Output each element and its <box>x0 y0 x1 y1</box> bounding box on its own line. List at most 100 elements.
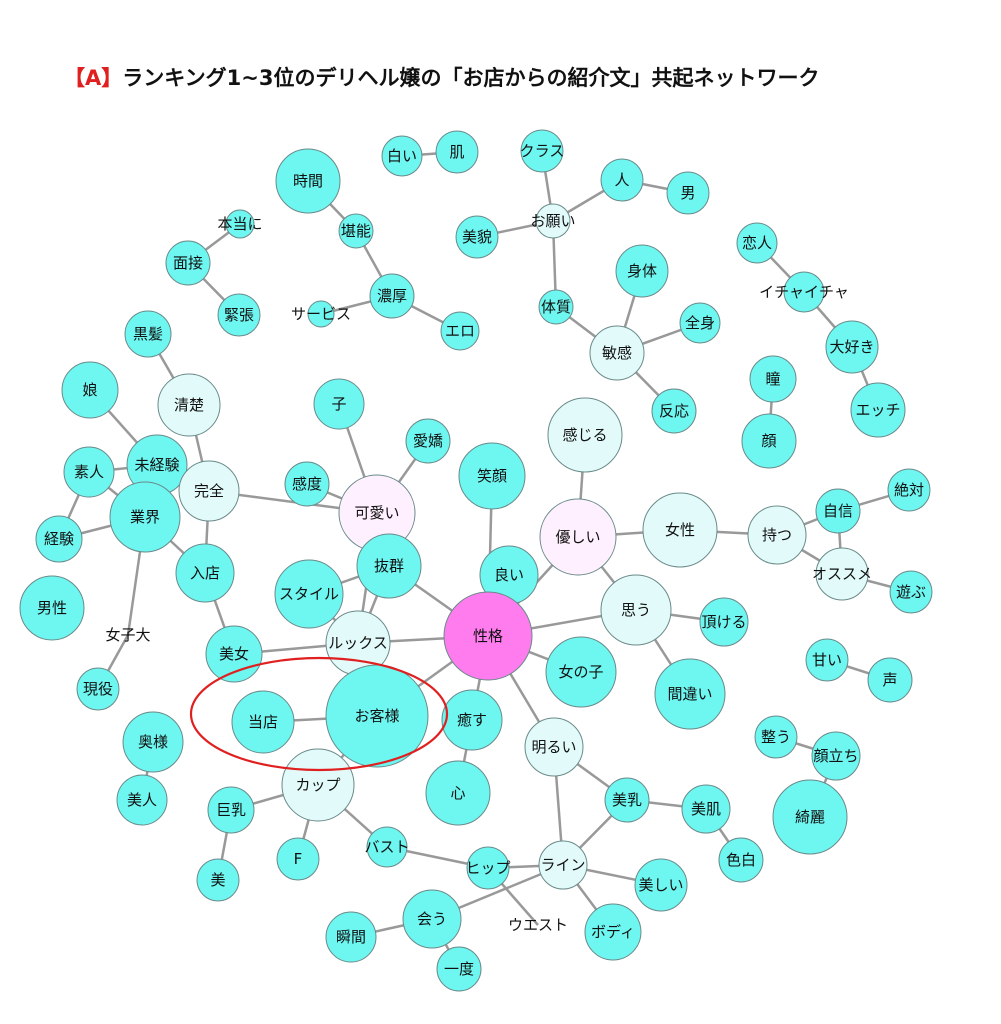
node-circle <box>681 784 731 834</box>
node-label: サービス <box>291 305 351 323</box>
node-hada: 肌 <box>435 130 479 174</box>
node-label: 抜群 <box>374 557 404 575</box>
node-circle <box>276 837 320 881</box>
node-label: 娘 <box>82 381 97 399</box>
node-circle <box>524 717 584 777</box>
node-amai: 甘い <box>805 638 849 682</box>
node-utsukushii: 美しい <box>634 858 688 912</box>
node-bust: バスト <box>364 826 410 868</box>
node-label: 頂ける <box>701 613 746 631</box>
node-circle <box>538 840 588 890</box>
node-circle <box>281 748 355 822</box>
node-circle <box>783 271 825 313</box>
node-kyonyu: 巨乳 <box>207 786 255 834</box>
node-label: 持つ <box>762 526 792 544</box>
node-circle <box>749 355 797 403</box>
node-label: 白い <box>387 147 417 165</box>
node-circle <box>196 858 240 902</box>
node-circle <box>369 273 415 319</box>
node-label: 思う <box>621 601 651 619</box>
node-label: 顔 <box>761 432 776 450</box>
node-hip: ヒップ <box>465 846 511 890</box>
node-label: 甘い <box>812 651 842 669</box>
node-label: お願い <box>530 212 575 230</box>
node-label: 良い <box>494 566 524 584</box>
node-jikan: 時間 <box>275 148 341 214</box>
node-label: 現役 <box>83 680 113 698</box>
node-circle <box>157 373 221 437</box>
node-keiken: 経験 <box>35 515 83 563</box>
node-bi: 美 <box>196 858 240 902</box>
node-label: 感じる <box>562 426 607 444</box>
node-label: 大好き <box>829 338 874 356</box>
node-label: 瞬間 <box>336 928 366 946</box>
node-circle <box>772 779 848 855</box>
node-circle <box>545 636 617 708</box>
node-kawaii: 可愛い <box>338 474 416 552</box>
node-label: 男性 <box>37 599 67 617</box>
node-label: 敏感 <box>602 344 632 362</box>
node-batsugun: 抜群 <box>356 533 422 599</box>
node-label: 本当に <box>217 215 262 233</box>
node-circle <box>539 498 617 576</box>
node-label: ルックス <box>328 634 388 652</box>
node-joshidai: 女子大 <box>105 626 150 644</box>
node-label: 素人 <box>74 463 104 481</box>
node-circle <box>850 382 906 438</box>
node-label: 業界 <box>130 508 160 526</box>
node-circle <box>63 446 115 498</box>
node-label: 笑顔 <box>477 467 507 485</box>
node-label: ライン <box>540 856 585 874</box>
node-label: 顔立ち <box>813 747 858 765</box>
node-label: スタイル <box>279 585 339 603</box>
node-line: ライン <box>538 840 588 890</box>
node-circle <box>313 378 365 430</box>
node-layer: 肌白い時間クラス人男本当に堪能美貌お願い面接恋人身体イチャイチャ緊張サービス濃厚… <box>19 129 933 992</box>
node-circle <box>600 158 644 202</box>
node-label: 声 <box>882 671 897 689</box>
node-circle <box>307 300 335 328</box>
node-circle <box>35 515 83 563</box>
node-circle <box>815 547 869 601</box>
node-mikeiken: 未経験 <box>126 434 188 496</box>
node-binyu: 美乳 <box>604 777 650 823</box>
node-kurasu: クラス <box>520 129 564 173</box>
node-egao: 笑顔 <box>458 442 526 510</box>
node-koe: 声 <box>867 657 913 703</box>
node-label: 絶対 <box>894 481 924 499</box>
node-hitomi: 瞳 <box>749 355 797 403</box>
node-label: 当店 <box>248 713 278 731</box>
node-circle <box>338 213 374 249</box>
node-shirouto: 素人 <box>63 446 115 498</box>
node-circle <box>547 397 623 473</box>
node-label: 一度 <box>444 960 474 978</box>
node-label: 経験 <box>44 530 74 548</box>
node-circle <box>538 289 574 325</box>
node-kanjiru: 感じる <box>547 397 623 473</box>
node-label: 清楚 <box>174 396 204 414</box>
node-machigai: 間違い <box>654 658 726 730</box>
node-circle <box>615 244 669 298</box>
node-yasashii: 優しい <box>539 498 617 576</box>
node-circle <box>207 786 255 834</box>
node-label: 未経験 <box>134 456 179 474</box>
node-omou: 思う <box>600 574 672 646</box>
node-label: 人 <box>614 171 629 189</box>
node-label: 感度 <box>292 475 322 493</box>
node-noukou: 濃厚 <box>369 273 415 319</box>
node-label: 美 <box>210 871 225 889</box>
node-label: F <box>294 850 303 868</box>
node-circle <box>366 826 408 868</box>
node-label: 男 <box>680 184 695 202</box>
node-circle <box>175 543 235 603</box>
node-label: 美乳 <box>612 791 642 809</box>
node-ichaicha: イチャイチャ <box>759 271 849 313</box>
node-label: 可愛い <box>354 504 399 522</box>
node-label: 反応 <box>659 402 689 420</box>
node-label: 癒す <box>457 711 487 729</box>
node-circle <box>584 903 642 961</box>
node-kanzen: 完全 <box>178 460 240 522</box>
node-service: サービス <box>291 300 351 328</box>
node-onnanoko: 女の子 <box>545 636 617 708</box>
node-circle <box>589 325 645 381</box>
